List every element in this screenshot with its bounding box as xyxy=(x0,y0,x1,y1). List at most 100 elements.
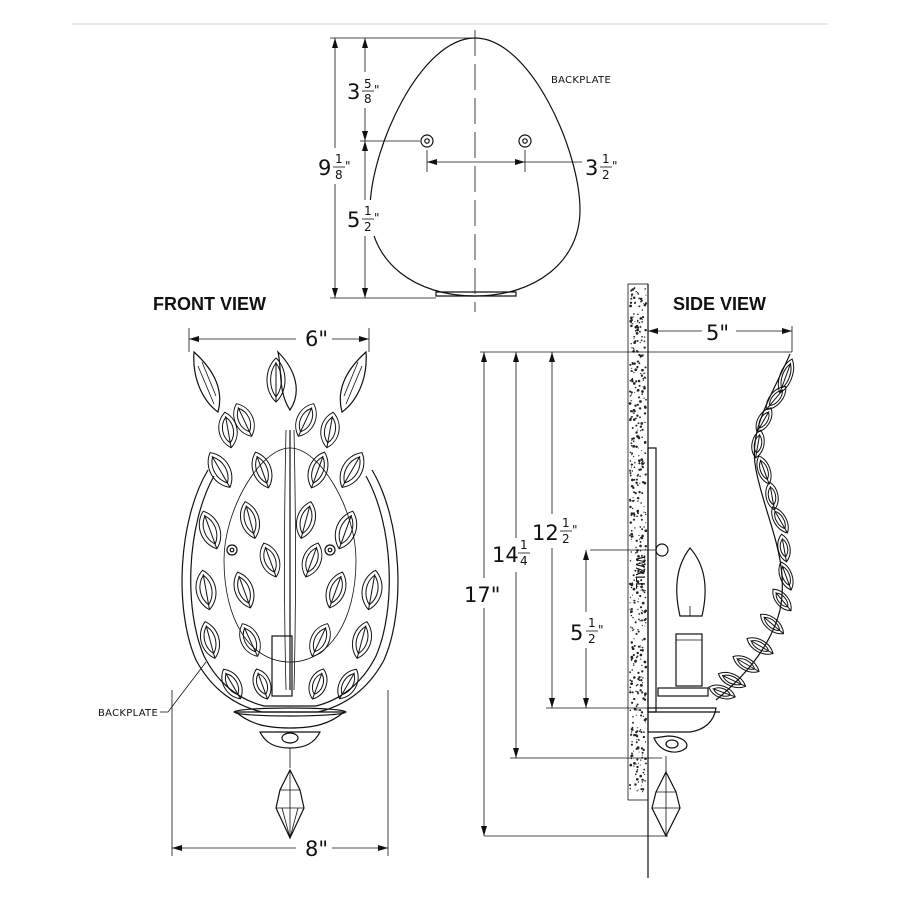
svg-text:": " xyxy=(374,83,380,97)
front-leaf xyxy=(325,571,347,609)
front-leaf xyxy=(308,668,328,700)
side-leaf xyxy=(771,506,789,534)
side-canopy xyxy=(647,707,717,733)
front-leaf xyxy=(199,621,221,659)
front-leaf xyxy=(339,452,365,488)
dim-side-height-5: 5 1 2 " xyxy=(566,612,610,648)
front-leaf xyxy=(266,357,286,403)
svg-text:3: 3 xyxy=(585,156,598,180)
svg-text:1: 1 xyxy=(588,616,596,630)
front-leaves xyxy=(195,357,383,700)
dim-hole-spacing: 3 1 2 " xyxy=(585,152,618,182)
svg-text:1: 1 xyxy=(364,204,372,218)
front-leaf xyxy=(239,501,261,539)
svg-text:5: 5 xyxy=(347,208,360,232)
side-leaf xyxy=(772,588,792,612)
front-canopy xyxy=(234,711,346,729)
front-view-drawing: 6" BACKPLATE xyxy=(98,326,399,861)
svg-text:": " xyxy=(572,523,578,537)
front-leaf xyxy=(320,411,340,449)
svg-text:3: 3 xyxy=(347,80,360,104)
front-leaf xyxy=(252,668,272,700)
side-leaf xyxy=(765,385,787,411)
backplate-label-front: BACKPLATE xyxy=(98,708,158,719)
dim-backplate-lower: 5 1 2 " xyxy=(342,200,386,236)
front-tip-center xyxy=(276,350,297,412)
front-leaf xyxy=(351,621,373,659)
svg-text:12: 12 xyxy=(532,521,559,545)
front-leaf xyxy=(361,569,383,611)
svg-text:2: 2 xyxy=(562,532,570,546)
backplate-label-top: BACKPLATE xyxy=(551,75,611,86)
front-leaf xyxy=(198,510,222,550)
dim-front-top-width: 6" xyxy=(305,327,328,351)
svg-text:2: 2 xyxy=(364,220,372,234)
svg-text:8: 8 xyxy=(364,92,372,106)
svg-text:5: 5 xyxy=(570,621,583,645)
side-view-title: SIDE VIEW xyxy=(673,294,766,314)
side-view-drawing: WALL 5" xyxy=(462,283,795,878)
candle-sleeve xyxy=(675,633,703,687)
svg-text:": " xyxy=(345,159,351,173)
svg-text:2: 2 xyxy=(588,632,596,646)
svg-text:": " xyxy=(598,623,604,637)
front-leaf xyxy=(233,571,255,609)
svg-text:5: 5 xyxy=(364,77,372,91)
front-leaf xyxy=(218,411,238,449)
side-leaf xyxy=(755,407,773,433)
front-leaf xyxy=(251,451,273,489)
svg-text:8: 8 xyxy=(335,168,343,182)
front-leaf xyxy=(334,510,358,550)
svg-text:2: 2 xyxy=(602,168,610,182)
front-leaf xyxy=(233,403,255,437)
dim-front-bottom-width: 8" xyxy=(305,837,328,861)
front-leaf xyxy=(207,452,233,488)
side-leaf xyxy=(751,429,765,459)
dim-side-height-12: 12 1 2 " xyxy=(530,514,582,548)
svg-text:1: 1 xyxy=(335,152,343,166)
svg-text:4: 4 xyxy=(520,554,528,568)
svg-text:": " xyxy=(374,211,380,225)
wall-text: WALL xyxy=(633,556,647,589)
candle-flame xyxy=(676,547,706,617)
side-leaf xyxy=(746,637,774,655)
front-tip-right xyxy=(339,350,367,413)
side-leaf xyxy=(765,481,779,511)
front-tip-left xyxy=(193,350,221,413)
side-leaf xyxy=(778,561,794,591)
backplate-drawing: BACKPLATE 3 5 8 " 9 1 8 " xyxy=(314,30,618,312)
dim-side-depth: 5" xyxy=(706,321,729,345)
front-leaf xyxy=(307,451,329,489)
dim-backplate-top: 3 5 8 " xyxy=(340,72,384,108)
front-view-title: FRONT VIEW xyxy=(153,294,266,314)
side-leaf xyxy=(756,455,772,485)
side-leaf xyxy=(717,671,747,689)
mounting-hole-left xyxy=(420,134,434,148)
backplate-base xyxy=(435,291,517,297)
front-leaf xyxy=(309,623,331,657)
dim-backplate-total: 9 1 8 " xyxy=(314,148,358,184)
front-leaf xyxy=(295,403,317,437)
svg-text:9: 9 xyxy=(318,156,331,180)
dim-side-height-17: 17" xyxy=(462,578,506,608)
svg-text:": " xyxy=(612,159,618,173)
svg-text:1: 1 xyxy=(562,516,570,530)
svg-text:1: 1 xyxy=(520,538,528,552)
front-leaf xyxy=(195,569,217,611)
front-leaf xyxy=(295,501,317,539)
side-leaf-arm xyxy=(715,353,791,701)
front-leaf xyxy=(239,623,261,657)
front-leaf xyxy=(337,668,359,700)
side-leaf xyxy=(708,684,736,700)
wall-hatching xyxy=(628,287,648,793)
side-leaf xyxy=(732,655,760,673)
svg-text:1: 1 xyxy=(602,152,610,166)
side-leaf xyxy=(759,613,785,635)
front-leaf xyxy=(301,542,323,578)
side-leaves xyxy=(708,358,795,700)
mounting-hole-right xyxy=(518,134,532,148)
front-leaf xyxy=(221,668,243,700)
side-leaf xyxy=(777,533,791,563)
svg-text:17": 17" xyxy=(464,583,500,607)
